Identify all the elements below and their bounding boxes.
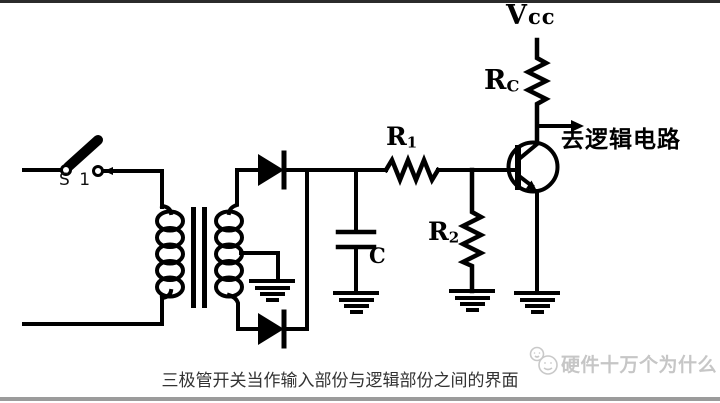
transistor-q1 — [506, 140, 560, 295]
diode-d1 — [235, 150, 388, 190]
transformer-ground-icon — [249, 279, 295, 302]
capacitor-ground-icon — [333, 291, 379, 314]
r1-label-base: R — [386, 122, 407, 151]
resistor-r1 — [382, 153, 442, 187]
bottom-border — [0, 397, 720, 401]
rc-label-sub: C — [506, 76, 520, 96]
rc-label-base: R — [484, 65, 507, 96]
center-tap-wire — [239, 251, 280, 280]
vcc-label: Vcc — [506, 2, 556, 29]
top-border — [0, 0, 720, 3]
resistor-r2-label: R2 — [428, 219, 459, 245]
capacitor-c — [335, 168, 377, 293]
output-label: 去逻辑电路 — [561, 127, 681, 153]
transformer-core — [191, 207, 207, 308]
r1-label-sub: 1 — [406, 133, 418, 152]
vcc-label-sub: cc — [527, 4, 556, 29]
switch-s1-label: S 1 — [59, 170, 93, 190]
resistor-rc — [522, 37, 552, 146]
watermark-text: 硬件十万个为什么 — [561, 354, 718, 376]
resistor-r2 — [457, 167, 487, 294]
watermark-logo-icon — [529, 346, 558, 375]
transformer-secondary-coil — [214, 168, 244, 331]
transformer-primary-coil — [155, 203, 185, 301]
switch-s1 — [60, 135, 113, 177]
emitter-ground-icon — [514, 291, 560, 314]
r2-ground-icon — [449, 289, 495, 312]
transformer — [155, 168, 280, 331]
r2-label-sub: 2 — [448, 228, 460, 247]
diode-d2 — [236, 309, 309, 349]
output-arrow-icon — [535, 120, 584, 132]
resistor-rc-label: RC — [484, 67, 519, 95]
vcc-label-base: V — [506, 0, 528, 31]
capacitor-c-label: C — [369, 243, 386, 268]
resistor-r1-label: R1 — [386, 124, 417, 150]
switch-wire-right — [101, 169, 164, 209]
input-wire-bottom — [22, 294, 164, 326]
r2-label-base: R — [428, 217, 449, 246]
caption-text: 三极管开关当作输入部份与逻辑部份之间的界面 — [161, 371, 519, 391]
